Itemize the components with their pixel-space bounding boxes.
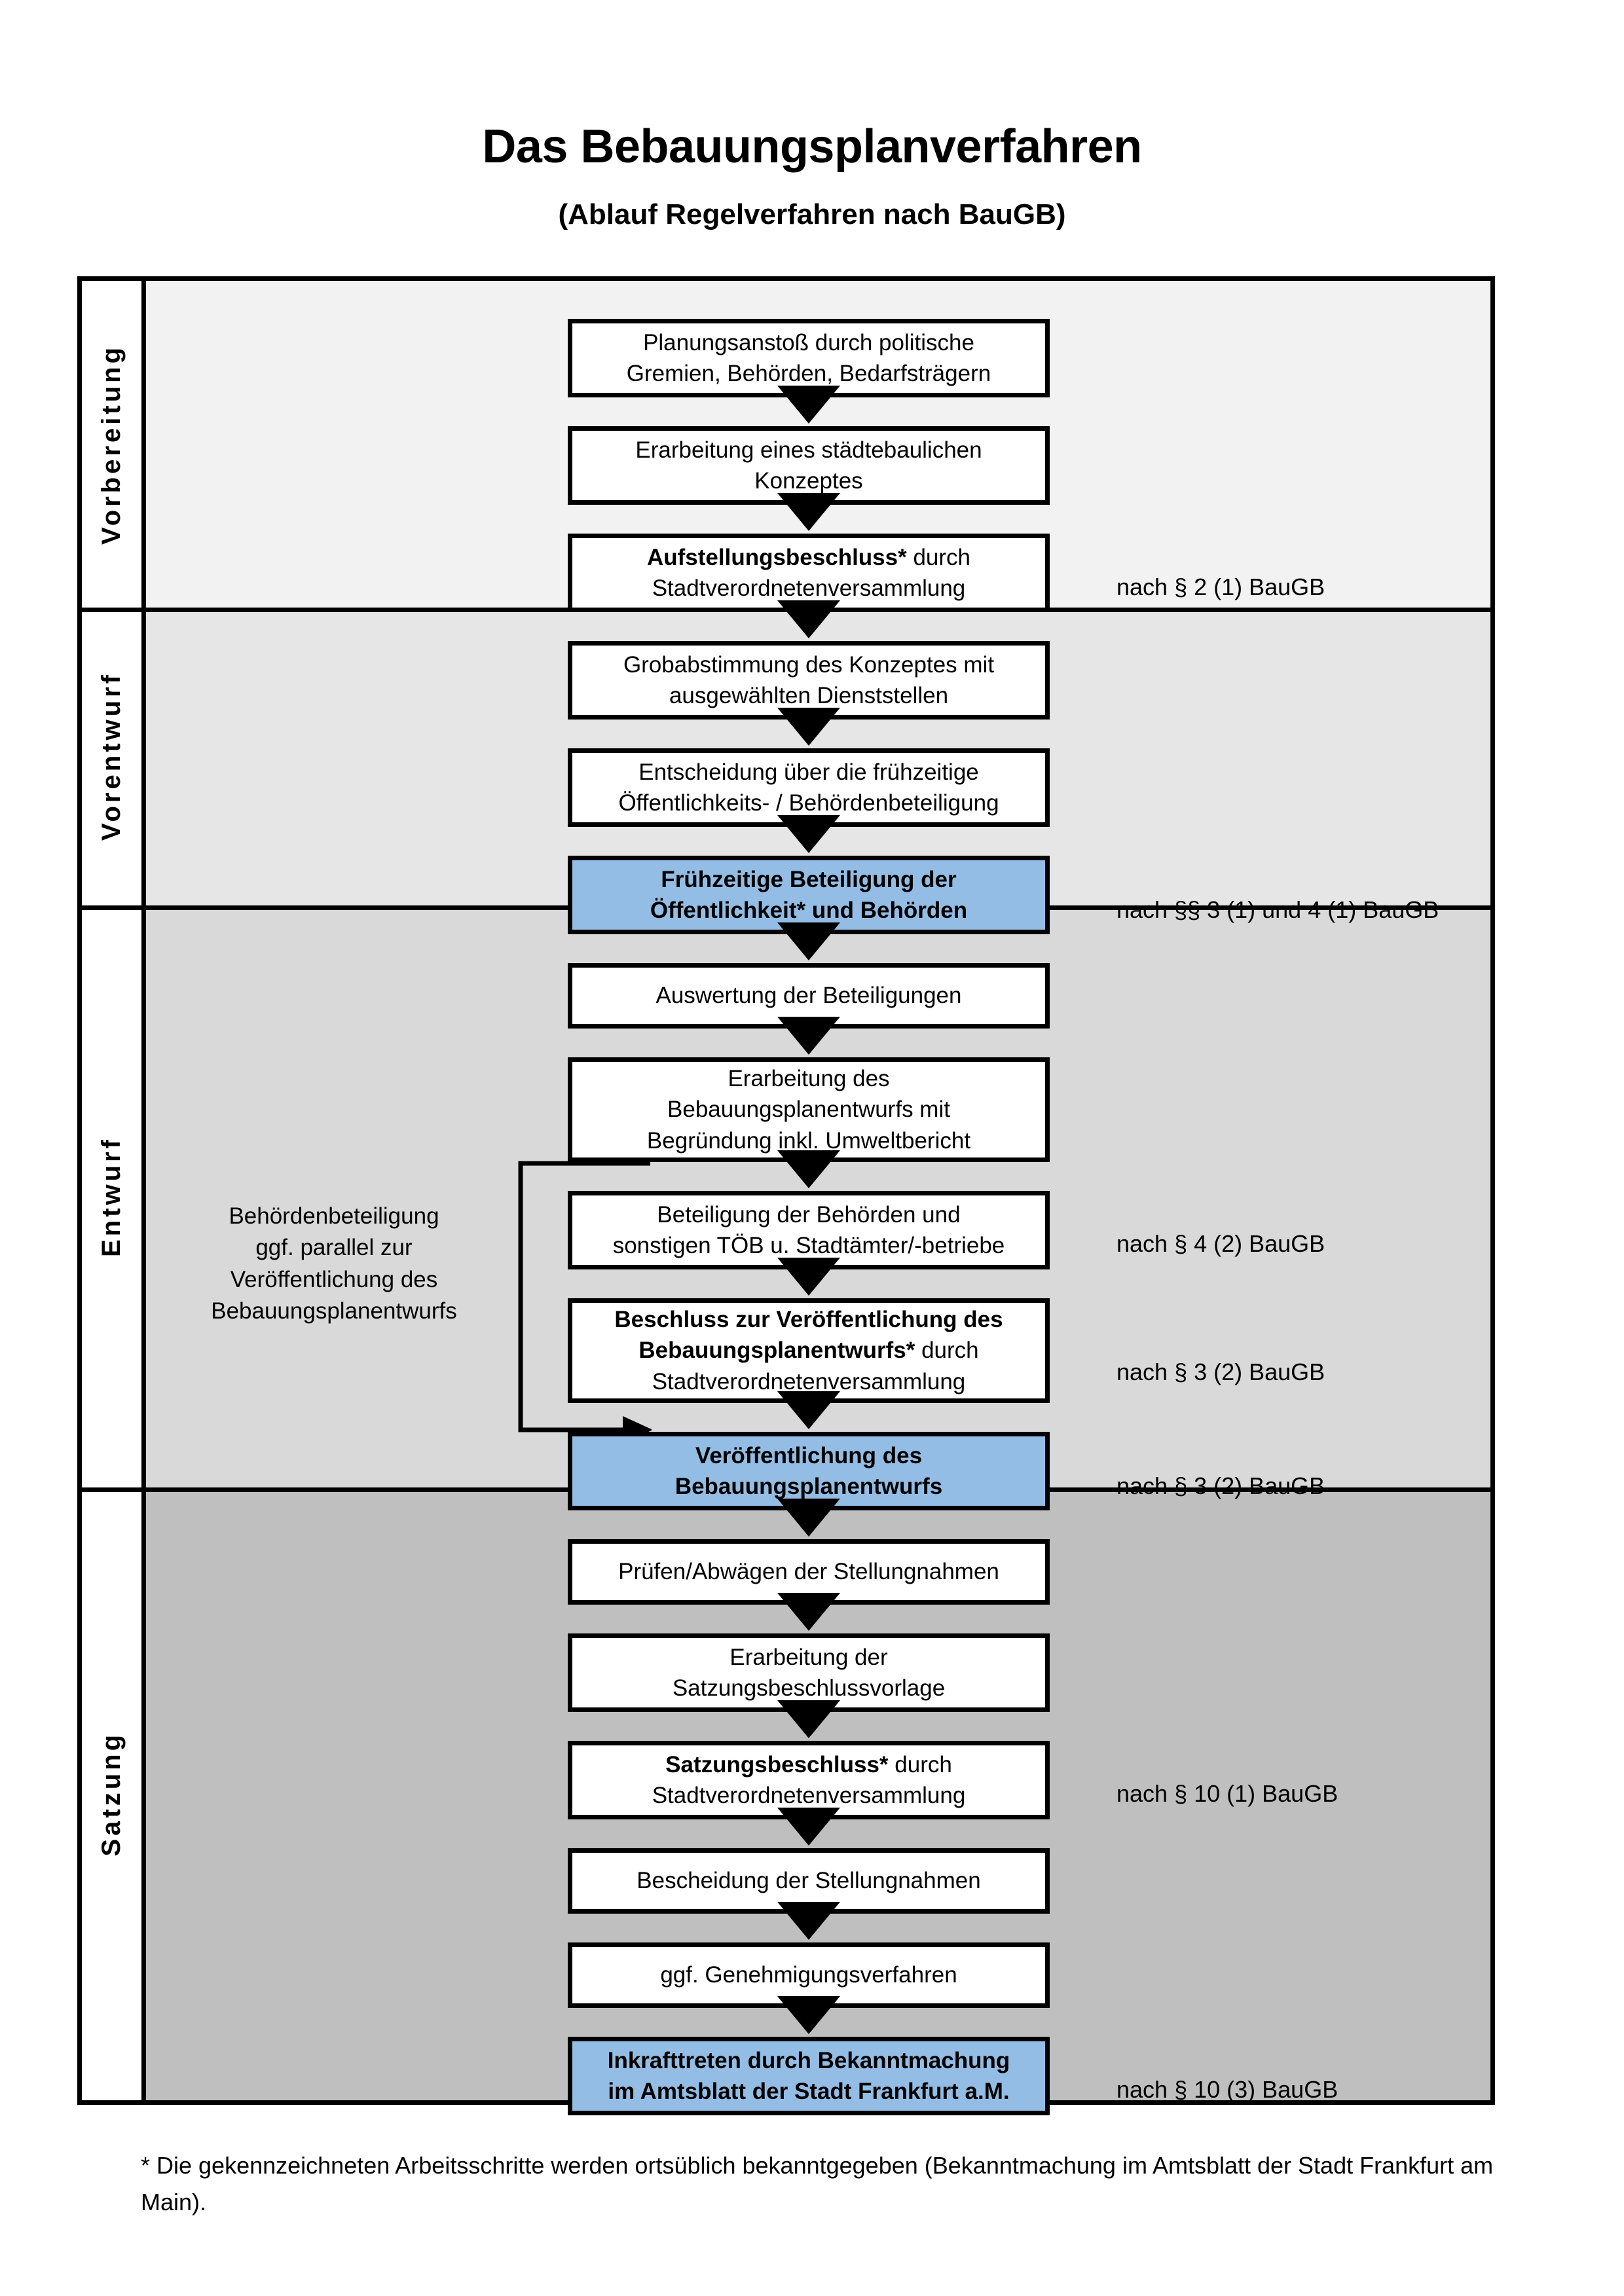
step-rest: durch bbox=[906, 544, 971, 570]
step-planungsanstoss[interactable]: Planungsanstoß durch politische Gremien,… bbox=[568, 319, 1050, 397]
step-line: Satzungsbeschluss* durch bbox=[652, 1749, 966, 1780]
step-line: Auswertung der Beteiligungen bbox=[655, 983, 962, 1009]
step-line: Begründung inkl. Umweltbericht bbox=[646, 1127, 971, 1154]
step-line: Bebauungsplanentwurfs mit bbox=[667, 1097, 950, 1123]
step-line: Erarbeitung eines städtebaulichen bbox=[635, 437, 982, 463]
phase-label-text: Vorentwurf bbox=[97, 672, 126, 841]
step-bold: Beschluss zur Veröffentlichung des bbox=[614, 1307, 1003, 1333]
step-line: Prüfen/Abwägen der Stellungnahmen bbox=[618, 1559, 999, 1585]
step-auswertung-beteiligungen[interactable]: Auswertung der Beteiligungen bbox=[568, 963, 1050, 1029]
step-beteiligung-behoerden-toeb[interactable]: Beteiligung der Behörden und sonstigen T… bbox=[568, 1191, 1050, 1269]
step-beschluss-veroeffentlichung[interactable]: Beschluss zur Veröffentlichung des Bebau… bbox=[568, 1298, 1050, 1403]
phase-label-text: Vorbereitung bbox=[97, 344, 126, 545]
step-bold: Satzungsbeschluss* bbox=[665, 1751, 889, 1777]
step-line: sonstigen TÖB u. Stadtämter/-betriebe bbox=[612, 1233, 1005, 1258]
page-subtitle: (Ablauf Regelverfahren nach BauGB) bbox=[558, 198, 1066, 231]
step-aufstellungsbeschluss[interactable]: Aufstellungsbeschluss* durch Stadtverord… bbox=[568, 534, 1050, 612]
step-rest: durch Bekanntmachung bbox=[741, 2047, 1010, 2073]
phase-label-text: Entwurf bbox=[97, 1136, 126, 1257]
step-line: Veröffentlichung des bbox=[695, 1442, 923, 1468]
step-fruehzeitige-beteiligung[interactable]: Frühzeitige Beteiligung der Öffentlichke… bbox=[568, 856, 1050, 934]
step-inkrafttreten[interactable]: Inkrafttreten durch Bekanntmachung im Am… bbox=[568, 2037, 1050, 2115]
step-line: Stadtverordnetenversammlung bbox=[652, 1368, 966, 1394]
step-line: Erarbeitung der bbox=[729, 1644, 888, 1670]
page-title: Das Bebauungsplanverfahren bbox=[482, 120, 1142, 173]
step-entscheidung-fruehzeitige-beteiligung[interactable]: Entscheidung über die frühzeitige Öffent… bbox=[568, 748, 1050, 827]
phase-label-entwurf: Entwurf bbox=[82, 905, 146, 1487]
step-line: Frühzeitige Beteiligung der bbox=[661, 866, 957, 892]
step-line: Öffentlichkeit* und Behörden bbox=[650, 898, 968, 923]
step-bold: Inkrafttreten bbox=[607, 2047, 741, 2073]
step-line: Stadtverordnetenversammlung bbox=[652, 575, 966, 601]
step-rest: durch bbox=[915, 1338, 979, 1364]
phase-label-vorentwurf: Vorentwurf bbox=[82, 608, 146, 905]
step-veroeffentlichung-bebauungsplanentwurf[interactable]: Veröffentlichung des Bebauungsplanentwur… bbox=[568, 1432, 1050, 1510]
phase-label-vorbereitung: Vorbereitung bbox=[82, 281, 146, 608]
step-line: ggf. Genehmigungsverfahren bbox=[660, 1962, 957, 1988]
step-line: Satzungsbeschlussvorlage bbox=[672, 1675, 946, 1701]
step-bescheidung-stellungnahmen[interactable]: Bescheidung der Stellungnahmen bbox=[568, 1848, 1050, 1914]
step-line: Beschluss zur Veröffentlichung des bbox=[614, 1304, 1003, 1335]
step-line: ausgewählten Dienststellen bbox=[669, 683, 949, 708]
step-line: Bebauungsplanentwurfs bbox=[674, 1474, 943, 1499]
footnote-bekanntmachung: * Die gekennzeichneten Arbeitsschritte w… bbox=[141, 2152, 1494, 2215]
step-line: Erarbeitung des bbox=[728, 1066, 890, 1092]
phase-label-satzung: Satzung bbox=[82, 1487, 146, 2100]
step-erarbeitung-satzungsbeschlussvorlage[interactable]: Erarbeitung der Satzungsbeschlussvorlage bbox=[568, 1633, 1050, 1712]
step-line: Entscheidung über die frühzeitige bbox=[638, 759, 979, 785]
step-line: Inkrafttreten durch Bekanntmachung bbox=[608, 2045, 1010, 2076]
step-rest: durch bbox=[888, 1751, 952, 1777]
step-line: Aufstellungsbeschluss* durch bbox=[647, 542, 970, 573]
step-line: Gremien, Behörden, Bedarfsträgern bbox=[626, 361, 991, 386]
step-satzungsbeschluss[interactable]: Satzungsbeschluss* durch Stadtverordnete… bbox=[568, 1741, 1050, 1819]
step-staedtebauliches-konzept[interactable]: Erarbeitung eines städtebaulichen Konzep… bbox=[568, 426, 1050, 505]
step-line: Bescheidung der Stellungnahmen bbox=[637, 1868, 981, 1894]
step-line: Konzeptes bbox=[754, 468, 863, 494]
flowchart-frame: Vorbereitung Vorentwurf Entwurf Satzung … bbox=[77, 276, 1495, 2115]
step-bold: Bebauungsplanentwurfs* bbox=[638, 1338, 915, 1364]
step-line: Stadtverordnetenversammlung bbox=[652, 1783, 966, 1808]
step-line: Planungsanstoß durch politische bbox=[643, 329, 974, 355]
step-genehmigungsverfahren[interactable]: ggf. Genehmigungsverfahren bbox=[568, 1942, 1050, 2008]
step-erarbeitung-bebauungsplanentwurf[interactable]: Erarbeitung des Bebauungsplanentwurfs mi… bbox=[568, 1057, 1050, 1162]
step-line: Öffentlichkeits- / Behördenbeteiligung bbox=[618, 790, 999, 816]
step-line: Grobabstimmung des Konzeptes mit bbox=[623, 651, 995, 678]
phase-label-text: Satzung bbox=[97, 1731, 126, 1857]
step-line: im Amtsblatt der Stadt Frankfurt a.M. bbox=[608, 2079, 1010, 2104]
step-bold: Aufstellungsbeschluss* bbox=[646, 544, 907, 570]
step-line: Beteiligung der Behörden und bbox=[657, 1201, 961, 1228]
title-block: Das Bebauungsplanverfahren (Ablauf Regel… bbox=[0, 120, 1624, 231]
step-grobabstimmung[interactable]: Grobabstimmung des Konzeptes mit ausgewä… bbox=[568, 641, 1050, 720]
step-line: Bebauungsplanentwurfs* durch bbox=[614, 1335, 1003, 1366]
step-pruefen-abwaegen[interactable]: Prüfen/Abwägen der Stellungnahmen bbox=[568, 1539, 1050, 1605]
